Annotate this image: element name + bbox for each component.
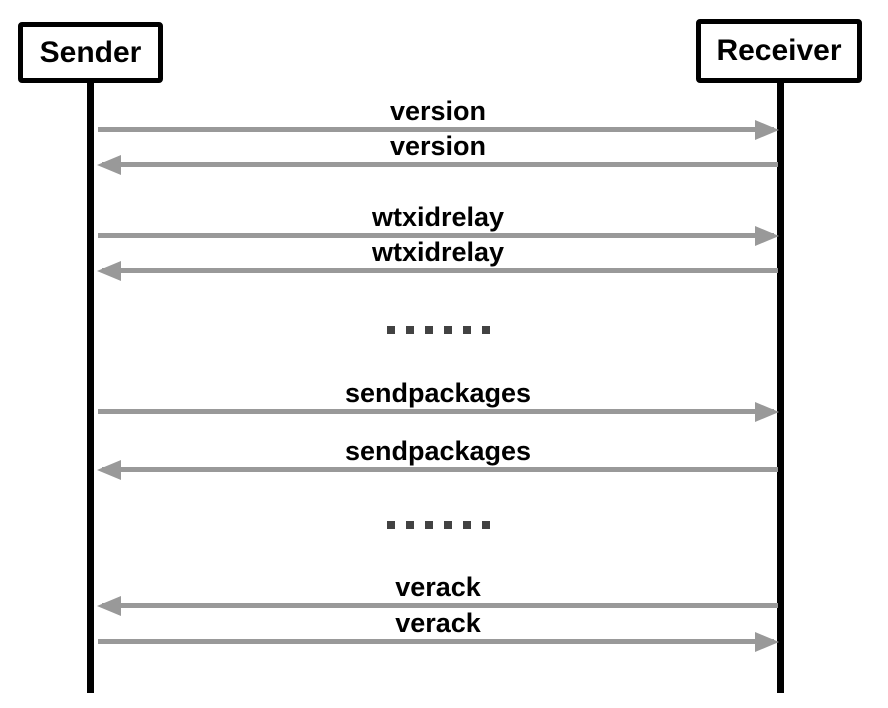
message-arrow-left <box>97 154 778 175</box>
message-row-verack-left: verack <box>97 572 778 616</box>
ellipsis-dot <box>462 521 471 529</box>
ellipsis-dot <box>462 326 471 334</box>
arrow-line <box>102 467 778 472</box>
ellipsis-dot <box>386 521 395 529</box>
arrow-line <box>102 268 778 273</box>
ellipsis-dot <box>481 326 490 334</box>
message-label: wtxidrelay <box>371 237 505 267</box>
arrowhead-icon <box>97 459 121 480</box>
message-arrow-left <box>97 260 778 281</box>
message-row-version-left: version <box>97 131 778 175</box>
lifeline-receiver <box>777 80 784 693</box>
message-row-wtxidrelay-left: wtxidrelay <box>97 237 778 281</box>
message-row-version-right: version <box>98 96 779 140</box>
arrow-line <box>98 233 774 238</box>
message-arrow-left <box>97 459 778 480</box>
actor-label-receiver: Receiver <box>716 34 842 67</box>
message-label: version <box>389 131 487 161</box>
message-label: wtxidrelay <box>371 202 505 232</box>
message-label: sendpackages <box>344 436 532 466</box>
ellipsis-dot <box>481 521 490 529</box>
actor-box-sender: Sender <box>18 22 163 83</box>
message-arrow-right <box>98 225 779 246</box>
arrowhead-icon <box>755 119 779 140</box>
arrowhead-icon <box>755 225 779 246</box>
arrowhead-icon <box>97 260 121 281</box>
ellipsis-dot <box>386 326 395 334</box>
actor-box-receiver: Receiver <box>696 19 862 83</box>
message-label: sendpackages <box>344 378 532 408</box>
arrowhead-icon <box>755 401 779 422</box>
arrow-line <box>102 603 778 608</box>
ellipsis-dot <box>424 326 433 334</box>
arrow-line <box>98 409 774 414</box>
message-row-sendpackages-left: sendpackages <box>97 436 778 480</box>
lifeline-sender <box>87 80 94 693</box>
arrow-line <box>102 162 778 167</box>
message-row-wtxidrelay-right: wtxidrelay <box>98 202 779 246</box>
arrow-line <box>98 127 774 132</box>
arrow-line <box>98 639 774 644</box>
message-row-verack-right: verack <box>98 608 779 652</box>
message-arrow-right <box>98 119 779 140</box>
message-row-sendpackages-right: sendpackages <box>98 378 779 422</box>
arrowhead-icon <box>97 595 121 616</box>
message-arrow-right <box>98 401 779 422</box>
arrowhead-icon <box>755 631 779 652</box>
message-arrow-right <box>98 631 779 652</box>
message-label: verack <box>395 608 481 638</box>
arrowhead-icon <box>97 154 121 175</box>
actor-label-sender: Sender <box>39 35 142 69</box>
ellipsis-row <box>98 326 778 334</box>
ellipsis-dot <box>443 326 452 334</box>
ellipsis-dot <box>405 521 414 529</box>
message-arrow-left <box>97 595 778 616</box>
ellipsis-dot <box>443 521 452 529</box>
message-label: version <box>389 96 487 126</box>
ellipsis-dot <box>405 326 414 334</box>
ellipsis-row <box>98 521 778 529</box>
message-label: verack <box>395 572 481 602</box>
ellipsis-dot <box>424 521 433 529</box>
